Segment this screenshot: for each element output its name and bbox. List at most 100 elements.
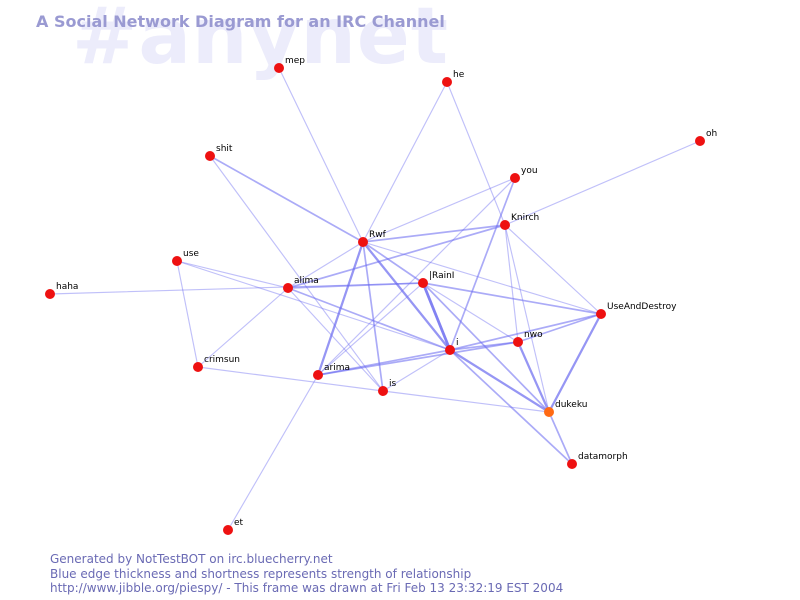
node-is: is: [378, 379, 397, 396]
edge-you-arima: [317, 177, 516, 376]
edge-you-i: [449, 177, 516, 351]
node-crimsun: crimsun: [193, 355, 240, 372]
node-dot: [172, 256, 182, 266]
edge-nwo-dukeku: [516, 340, 551, 414]
node-label: nwo: [524, 330, 543, 340]
node-label: UseAndDestroy: [607, 302, 677, 312]
node-shit: shit: [205, 144, 233, 161]
node-use: use: [172, 249, 199, 266]
node-label: alima: [294, 276, 319, 286]
node-label: mep: [285, 56, 305, 66]
node-dot: [695, 136, 705, 146]
edge-alima-is: [287, 287, 384, 392]
edge-shit-is: [209, 155, 384, 392]
node-label: Rwf: [369, 230, 387, 240]
channel-watermark: #anynet: [72, 0, 450, 82]
edge-rwf-knirch: [362, 224, 506, 243]
node-dot: [223, 525, 233, 535]
edge-rwf-raini: [362, 241, 424, 284]
node-knirch: Knirch: [500, 213, 539, 230]
node-label: he: [453, 70, 465, 80]
edge-crimsun-is: [197, 366, 384, 392]
node-dot: [313, 370, 323, 380]
edge-use-crimsun: [176, 260, 199, 368]
edge-i-dukeku: [448, 348, 551, 414]
edge-useanddestroy-nwo: [517, 313, 602, 343]
node-dot: [544, 407, 554, 417]
node-label: dukeku: [555, 400, 587, 410]
edge-use-alima: [176, 260, 289, 289]
edge-arima-nwo: [317, 341, 519, 376]
node-dot: [442, 77, 452, 87]
node-label: oh: [706, 129, 717, 139]
edge-raini-arima: [317, 282, 424, 376]
footer-generated-by: Generated by NotTestBOT on irc.bluecherr…: [50, 552, 333, 566]
node-label: you: [521, 166, 538, 176]
edge-alima-crimsun: [197, 287, 289, 368]
edge-knirch-nwo: [504, 224, 519, 343]
footer-credit-timestamp: http://www.jibble.org/piespy/ - This fra…: [50, 581, 564, 595]
edge-he-knirch: [446, 81, 506, 226]
node-dot: [378, 386, 388, 396]
node-label: use: [183, 249, 199, 259]
node-label: i: [456, 338, 459, 348]
node-dot: [193, 362, 203, 372]
node-raini: |RainI: [418, 271, 454, 288]
node-haha: haha: [45, 282, 78, 299]
node-label: shit: [216, 144, 233, 154]
node-oh: oh: [695, 129, 717, 146]
node-dukeku: dukeku: [544, 400, 587, 417]
node-label: et: [234, 518, 244, 528]
node-dot: [510, 173, 520, 183]
edge-layer: [49, 67, 701, 531]
edge-rwf-useanddestroy: [362, 241, 602, 315]
node-dot: [274, 63, 284, 73]
node-nwo: nwo: [513, 330, 543, 347]
node-label: |RainI: [429, 271, 454, 281]
edge-rwf-shit: [209, 155, 364, 243]
node-you: you: [510, 166, 538, 183]
node-dot: [418, 278, 428, 288]
node-label: haha: [56, 282, 78, 292]
edge-use-i: [176, 260, 451, 351]
node-dot: [358, 237, 368, 247]
node-dot: [283, 283, 293, 293]
node-dot: [45, 289, 55, 299]
edge-rwf-you: [362, 177, 516, 243]
edge-rwf-is: [362, 241, 384, 392]
edge-rwf-i: [361, 240, 452, 352]
node-he: he: [442, 70, 465, 87]
edge-rwf-alima: [287, 241, 364, 289]
edge-i-datamorph: [449, 349, 573, 465]
edge-dukeku-datamorph: [548, 411, 573, 465]
node-label: Knirch: [511, 213, 539, 223]
edge-knirch-alima: [287, 224, 506, 289]
edge-raini-i: [421, 281, 452, 352]
node-useanddestroy: UseAndDestroy: [596, 302, 677, 319]
footer-legend-note: Blue edge thickness and shortness repres…: [50, 566, 472, 581]
diagram-title: A Social Network Diagram for an IRC Chan…: [36, 12, 445, 31]
node-label: is: [389, 379, 397, 389]
node-et: et: [223, 518, 244, 535]
edge-rwf-mep: [278, 67, 364, 243]
node-dot: [205, 151, 215, 161]
node-datamorph: datamorph: [567, 452, 628, 469]
footer: Generated by NotTestBOT on irc.bluecherr…: [50, 552, 563, 596]
edge-raini-useanddestroy: [422, 282, 602, 315]
node-dot: [500, 220, 510, 230]
node-i: i: [445, 338, 459, 355]
node-mep: mep: [274, 56, 305, 73]
edge-knirch-dukeku: [504, 224, 550, 413]
node-dot: [567, 459, 577, 469]
edge-is-dukeku: [382, 390, 550, 413]
node-dot: [596, 309, 606, 319]
edge-useanddestroy-dukeku: [547, 312, 603, 414]
edge-rwf-he: [362, 81, 448, 243]
node-label: crimsun: [204, 355, 240, 365]
edge-i-is: [382, 349, 451, 392]
node-dot: [445, 345, 455, 355]
edge-i-useanddestroy: [449, 313, 602, 351]
